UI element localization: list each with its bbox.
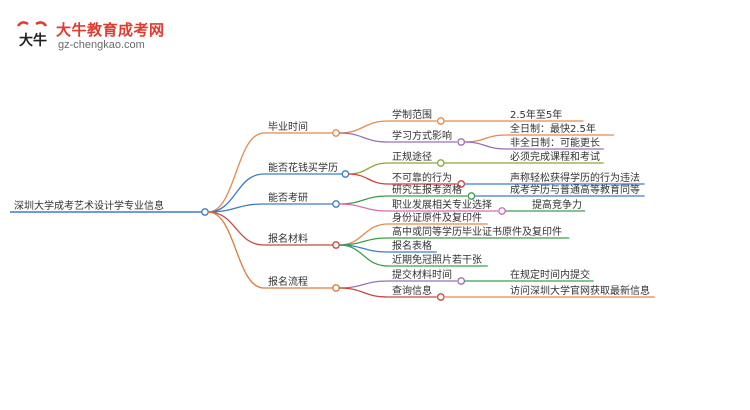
subtopic: 研究生报考资格 xyxy=(392,183,462,196)
subtopic-connector xyxy=(338,120,389,134)
leaf-topic: 声称轻松获得学历的行为违法 xyxy=(510,171,640,184)
leaf-topic: 2.5年至5年 xyxy=(510,108,562,121)
subtopic-node xyxy=(436,117,445,125)
subtopic-node xyxy=(498,207,506,215)
site-logo[interactable]: 大牛 大牛教育成考网 gz-chengkao.com xyxy=(14,18,204,54)
branch-topic: 报名流程 xyxy=(268,275,308,288)
root-topic: 深圳大学成考艺术设计学专业信息 xyxy=(14,199,164,212)
subtopic: 学制范围 xyxy=(392,108,432,121)
subtopic: 职业发展相关专业选择 xyxy=(392,198,492,211)
leaf-topic: 提高竞争力 xyxy=(532,198,582,211)
leaf-topic: 全日制：最快2.5年 xyxy=(510,122,596,135)
subtopic-connector xyxy=(338,287,389,298)
branch-connector xyxy=(207,211,265,246)
bull-logo-icon: 大牛 xyxy=(16,21,48,49)
logo-url: gz-chengkao.com xyxy=(58,39,145,51)
logo-mark-text: 大牛 xyxy=(19,32,47,49)
subtopic-node xyxy=(457,277,466,285)
subtopic-connector xyxy=(338,203,389,212)
branch-connector xyxy=(207,203,265,213)
leaf-connector xyxy=(464,134,507,143)
branch-node xyxy=(332,129,340,137)
branch-node xyxy=(332,284,340,292)
subtopic: 提交材料时间 xyxy=(392,268,452,281)
logo-title: 大牛教育成考网 xyxy=(56,21,165,39)
subtopic: 学习方式影响 xyxy=(392,129,452,142)
branch-node xyxy=(341,170,350,178)
leaf-topic: 成考学历与普通高等教育同等 xyxy=(510,183,640,196)
leaf-topic: 非全日制：可能更长 xyxy=(510,136,600,149)
root-node xyxy=(201,208,209,216)
subtopic-node xyxy=(436,293,445,301)
subtopic-node xyxy=(457,138,466,146)
branch-topic: 能否考研 xyxy=(268,191,308,204)
branch-topic: 报名材料 xyxy=(268,232,308,245)
subtopic: 近期免冠照片若干张 xyxy=(392,253,482,266)
branch-connector xyxy=(207,211,265,289)
subtopic-connector xyxy=(338,132,389,143)
branch-topic: 毕业时间 xyxy=(268,120,308,133)
branch-node xyxy=(332,200,340,208)
subtopic-connector xyxy=(338,195,389,205)
subtopic-connector xyxy=(338,244,389,267)
leaf-topic: 必须完成课程和考试 xyxy=(510,150,600,163)
subtopic: 身份证原件及复印件 xyxy=(392,211,482,224)
branch-connector xyxy=(207,173,265,213)
subtopic: 查询信息 xyxy=(392,284,432,297)
subtopic-node xyxy=(436,159,445,167)
subtopic: 高中或同等学历毕业证书原件及复印件 xyxy=(392,225,562,238)
subtopic-node xyxy=(467,192,476,200)
subtopic: 正规途径 xyxy=(392,150,432,163)
leaf-connector xyxy=(464,141,507,150)
subtopic: 报名表格 xyxy=(392,239,432,252)
subtopic-connector xyxy=(348,173,389,185)
subtopic-connector xyxy=(338,280,389,289)
leaf-topic: 访问深圳大学官网获取最新信息 xyxy=(510,284,650,297)
branch-topic: 能否花钱买学历 xyxy=(268,161,338,174)
branch-node xyxy=(332,241,340,249)
subtopic: 不可靠的行为 xyxy=(392,171,452,184)
leaf-topic: 在规定时间内提交 xyxy=(510,268,590,281)
branch-connector xyxy=(207,132,265,213)
subtopic-connector xyxy=(348,162,389,175)
